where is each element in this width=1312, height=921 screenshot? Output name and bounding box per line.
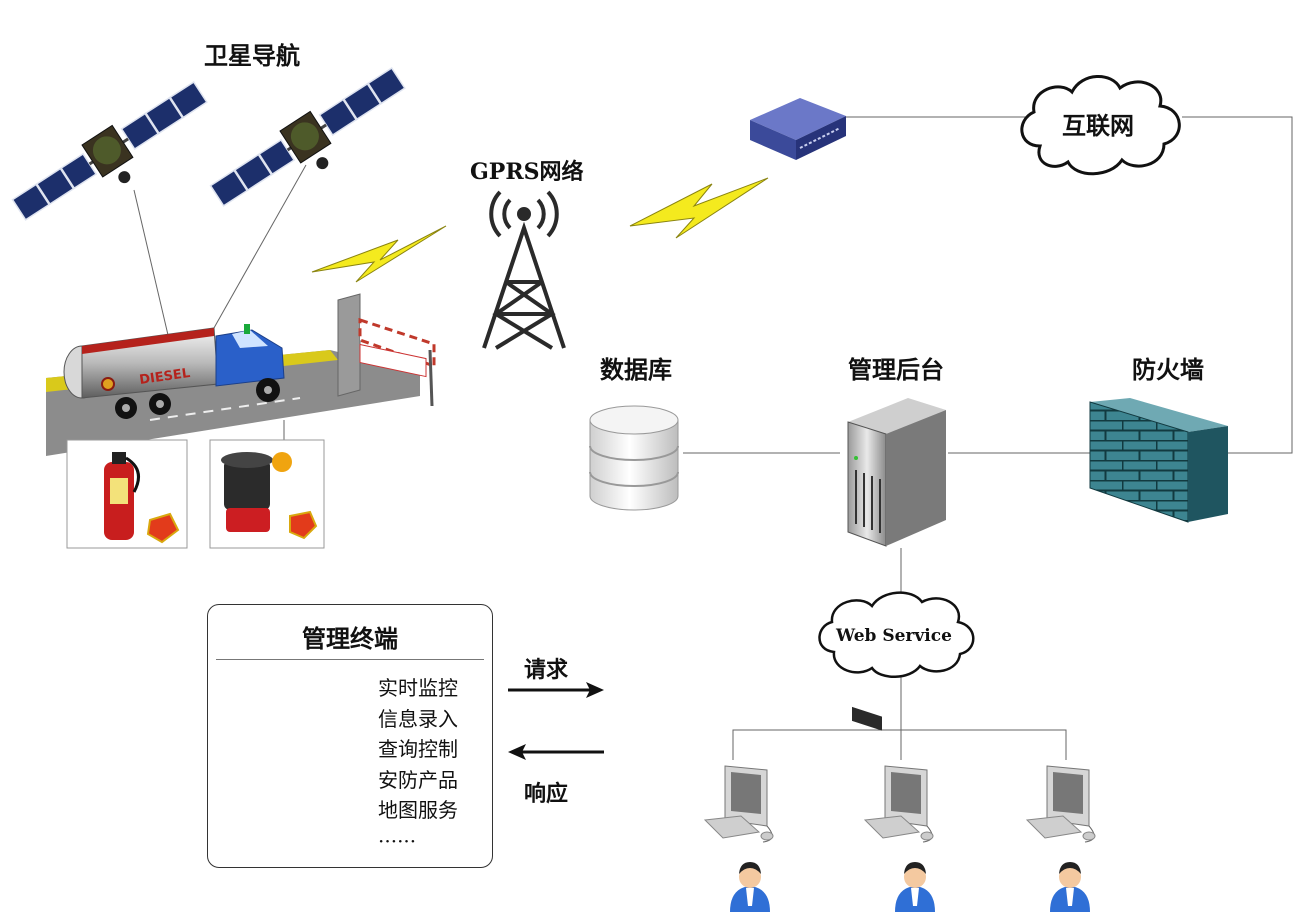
request-arrow <box>508 682 604 698</box>
terminal-function-item: 实时监控 <box>378 676 458 700</box>
terminal-function-list: 实时监控 信息录入 查询控制 安防产品 地图服务 ······ <box>378 673 458 856</box>
terminal-function-item: 地图服务 <box>378 798 458 822</box>
terminal-divider <box>216 659 484 660</box>
product-photo-alarm <box>209 439 325 549</box>
client-computer-icon <box>1025 765 1096 843</box>
user-icon <box>730 862 770 912</box>
network-lines <box>123 116 1293 760</box>
cloud-icon <box>818 591 975 678</box>
client-computer-icon <box>703 765 774 843</box>
database-label: 数据库 <box>600 356 672 384</box>
user-icon <box>895 862 935 912</box>
satellite-icon <box>209 66 406 207</box>
satellite-icon <box>11 80 208 221</box>
terminal-title: 管理终端 <box>302 625 398 653</box>
terminal-function-item: 查询控制 <box>378 737 458 761</box>
satellite-label: 卫星导航 <box>204 42 300 70</box>
terminal-function-item: 安防产品 <box>378 767 458 792</box>
request-label: 请求 <box>524 658 569 683</box>
backend-label: 管理后台 <box>848 356 944 384</box>
firewall-icon <box>1089 398 1228 523</box>
response-arrow <box>508 744 604 760</box>
gprs-label: GPRS网络 <box>470 159 584 185</box>
terminal-function-item: 信息录入 <box>378 706 458 731</box>
product-photo-extinguisher <box>66 439 188 549</box>
web-service-label: Web Service <box>836 626 952 646</box>
database-icon <box>589 405 679 511</box>
router-icon <box>750 98 846 160</box>
user-icon <box>1050 862 1090 912</box>
management-terminal-panel: 管理终端 实时监控 信息录入 查询控制 安防产品 地图服务 ······ <box>207 604 493 868</box>
cell-tower-icon <box>482 190 566 350</box>
firewall-label: 防火墙 <box>1132 356 1204 384</box>
client-computer-icon <box>863 765 934 843</box>
lightning-icon <box>629 177 769 239</box>
fuel-truck-scene: DIESEL <box>46 293 436 456</box>
cloud-icon <box>1020 75 1181 176</box>
server-icon <box>847 398 946 731</box>
terminal-function-item: ······ <box>378 828 417 853</box>
truck-label: DIESEL <box>138 366 191 388</box>
response-label: 响应 <box>524 782 569 807</box>
internet-label: 互联网 <box>1062 112 1134 140</box>
lightning-icon <box>311 225 447 283</box>
